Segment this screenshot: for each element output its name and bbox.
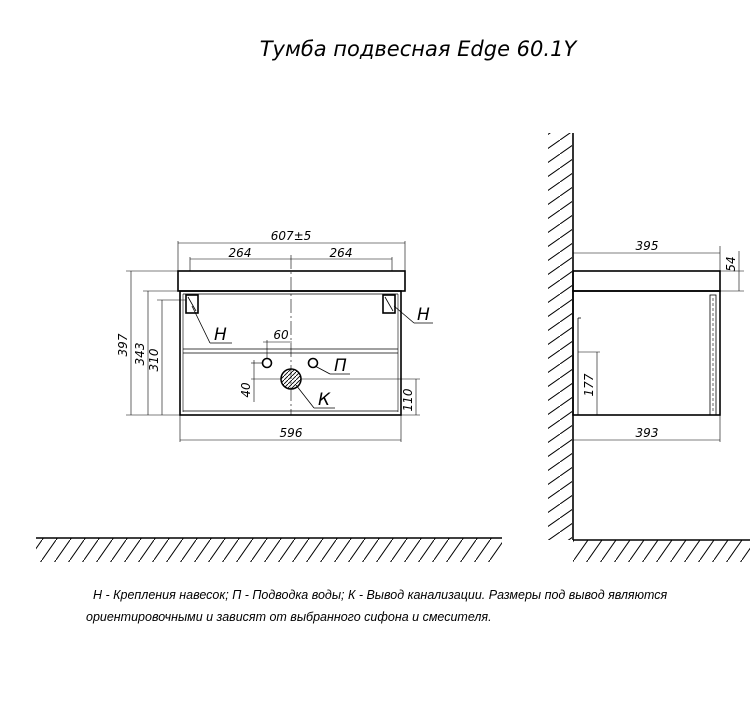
- dim-bottom-width: 596: [280, 426, 303, 440]
- label-water: П: [334, 356, 347, 376]
- water-supply-left: [261, 357, 273, 369]
- dim-right-half: 264: [330, 246, 353, 260]
- label-mount-right: Н: [417, 305, 430, 325]
- countertop-side: [572, 270, 721, 292]
- label-drain: К: [318, 390, 331, 410]
- drain-outlet: [280, 368, 302, 390]
- dim-height-total: 397: [116, 333, 130, 356]
- dim-height-343: 343: [133, 343, 147, 366]
- drawer-front-side: [709, 294, 717, 416]
- front-view: 607±5 264 264 596 397 343 310 60 40: [116, 229, 433, 442]
- dim-drain-height: 110: [401, 388, 415, 411]
- side-view: 395 54 177 393: [548, 133, 750, 562]
- water-supply-right: [307, 357, 319, 369]
- mount-left: [185, 294, 199, 314]
- dim-top-depth: 395: [636, 239, 659, 253]
- dim-top-thickness: 54: [724, 256, 738, 271]
- dim-bottom-depth: 393: [636, 426, 659, 440]
- dim-water-spacing: 60: [273, 328, 289, 342]
- label-mount-left: Н: [214, 325, 227, 345]
- cabinet-body-front: [179, 290, 402, 416]
- dim-overall-width: 607±5: [271, 229, 312, 243]
- cabinet-body-side: [572, 290, 721, 416]
- legend-line-2: ориентировочными и зависят от выбранного…: [86, 610, 492, 624]
- dim-height-310: 310: [147, 348, 161, 371]
- dim-left-half: 264: [229, 246, 252, 260]
- drawing-title: Тумба подвесная Edge 60.1Y: [260, 37, 579, 61]
- legend-line-1: Н - Крепления навесок; П - Подводка воды…: [93, 588, 668, 602]
- dim-water-offset: 40: [239, 382, 253, 398]
- dim-inner-height: 177: [582, 373, 596, 396]
- floor-front: [36, 537, 502, 562]
- mount-right: [382, 294, 396, 314]
- countertop-front: [177, 270, 406, 292]
